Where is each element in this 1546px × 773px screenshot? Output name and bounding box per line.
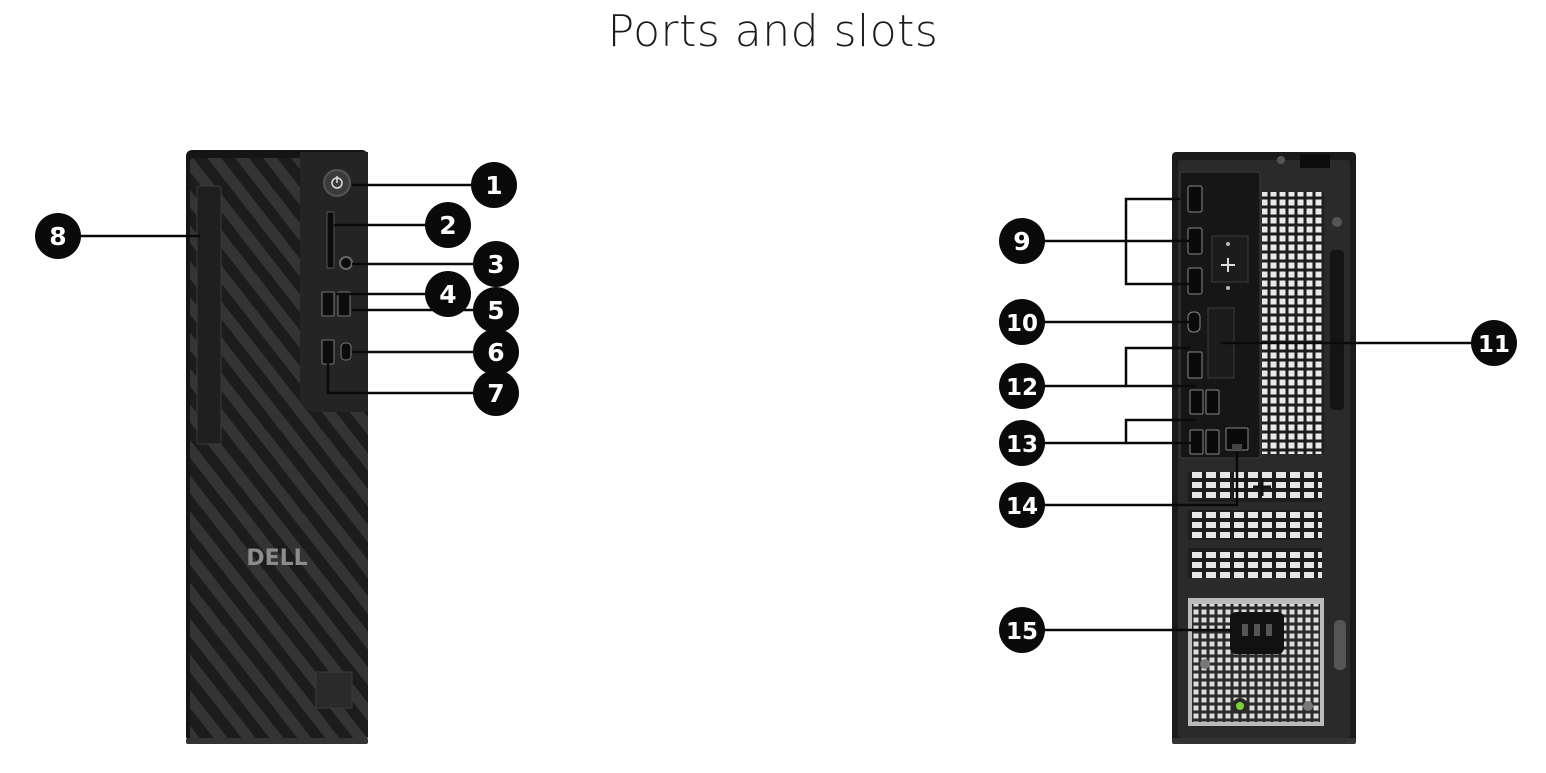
rear-screw-right: [1332, 217, 1342, 227]
psu-screw-right: [1303, 701, 1313, 711]
callout-12-circle: [999, 363, 1045, 409]
psu-screw-left: [1200, 659, 1210, 669]
usb-a-port-front-3: [321, 339, 335, 365]
callout-15-label: 15: [1006, 619, 1038, 645]
front-chassis: DELL: [186, 150, 368, 744]
knockout-dot-bottom: [1226, 286, 1230, 290]
callout-5-label: 5: [487, 296, 504, 325]
rj45-clip: [1232, 444, 1242, 450]
callout-15: 15: [999, 607, 1045, 653]
callout-11-circle: [1471, 320, 1517, 366]
callout-10-label: 10: [1006, 311, 1038, 337]
rear-vent: [1262, 192, 1324, 454]
leader-12-bracket: [1124, 346, 1196, 388]
page-title: Ports and slots: [607, 6, 939, 57]
usb-c-port-front: [340, 342, 352, 361]
usb-a-port-rear-2: [1189, 389, 1204, 415]
callout-8-label: 8: [49, 222, 66, 251]
power-inlet-pin-3: [1266, 624, 1272, 636]
audio-jack: [339, 256, 353, 270]
callout-2-circle: [425, 202, 471, 248]
front-base: [186, 738, 368, 744]
usb-a-port-rear-5: [1205, 429, 1220, 455]
callout-10-circle: [999, 299, 1045, 345]
callout-3: 3: [473, 241, 519, 287]
usb-a-port-front-1: [321, 291, 335, 317]
rear-base: [1172, 738, 1356, 744]
callout-4-label: 4: [439, 280, 456, 309]
callout-3-circle: [473, 241, 519, 287]
rear-side-bar: [1330, 250, 1344, 410]
callout-9: 9: [999, 218, 1045, 264]
callout-1: 1: [471, 162, 517, 208]
rear-handle: [1334, 620, 1346, 670]
callout-1-circle: [471, 162, 517, 208]
callout-6: 6: [473, 329, 519, 375]
callout-12: 12: [999, 363, 1045, 409]
displayport-2: [1187, 227, 1203, 255]
sd-card-slot: [326, 211, 335, 269]
lock-slot: [1300, 154, 1330, 168]
callout-14: 14: [999, 482, 1045, 528]
callout-8: 8: [35, 213, 81, 259]
callout-9-label: 9: [1013, 227, 1030, 256]
psu-led: [1236, 702, 1244, 710]
callout-7-label: 7: [487, 379, 504, 408]
power-inlet-pin-1: [1242, 624, 1248, 636]
callout-11: 11: [1471, 320, 1517, 366]
displayport-3: [1187, 267, 1203, 295]
expansion-slot-2: [1188, 510, 1322, 540]
io-knockout-top: [1211, 235, 1249, 283]
callout-10: 10: [999, 299, 1045, 345]
usb-a-port-rear-3: [1205, 389, 1220, 415]
leader-7: [326, 362, 496, 395]
callout-14-label: 14: [1006, 494, 1038, 520]
callout-9-circle: [999, 218, 1045, 264]
power-inlet-pin-2: [1254, 624, 1260, 636]
optical-drive-bay: [196, 185, 222, 445]
callout-3-label: 3: [487, 250, 504, 279]
callout-13: 13: [999, 420, 1045, 466]
callout-4-circle: [425, 271, 471, 317]
callout-7-circle: [473, 370, 519, 416]
callout-8-circle: [35, 213, 81, 259]
callout-4: 4: [425, 271, 471, 317]
callout-14-circle: [999, 482, 1045, 528]
callout-6-circle: [473, 329, 519, 375]
front-foot-plate: [315, 671, 353, 709]
callout-5: 5: [473, 287, 519, 333]
callout-15-circle: [999, 607, 1045, 653]
usb-a-port-rear-1: [1187, 351, 1203, 379]
leader-lines: [58, 183, 1494, 632]
displayport-1: [1187, 185, 1203, 213]
leader-13-bracket: [1124, 418, 1196, 445]
dell-logo: DELL: [246, 546, 307, 571]
callout-13-label: 13: [1006, 432, 1038, 458]
leader-14: [1022, 452, 1239, 507]
callout-7: 7: [473, 370, 519, 416]
callout-6-label: 6: [487, 338, 504, 367]
expansion-slot-3: [1188, 548, 1322, 578]
callout-12-label: 12: [1006, 375, 1038, 401]
callout-13-circle: [999, 420, 1045, 466]
callout-2: 2: [425, 202, 471, 248]
rear-screw-top: [1277, 156, 1285, 164]
callout-5-circle: [473, 287, 519, 333]
callout-1-label: 1: [485, 171, 502, 200]
callout-2-label: 2: [439, 211, 456, 240]
rear-chassis: [1172, 152, 1356, 744]
callout-11-label: 11: [1478, 332, 1510, 358]
usb-a-port-front-2: [337, 291, 351, 317]
knockout-dot-top: [1226, 242, 1230, 246]
